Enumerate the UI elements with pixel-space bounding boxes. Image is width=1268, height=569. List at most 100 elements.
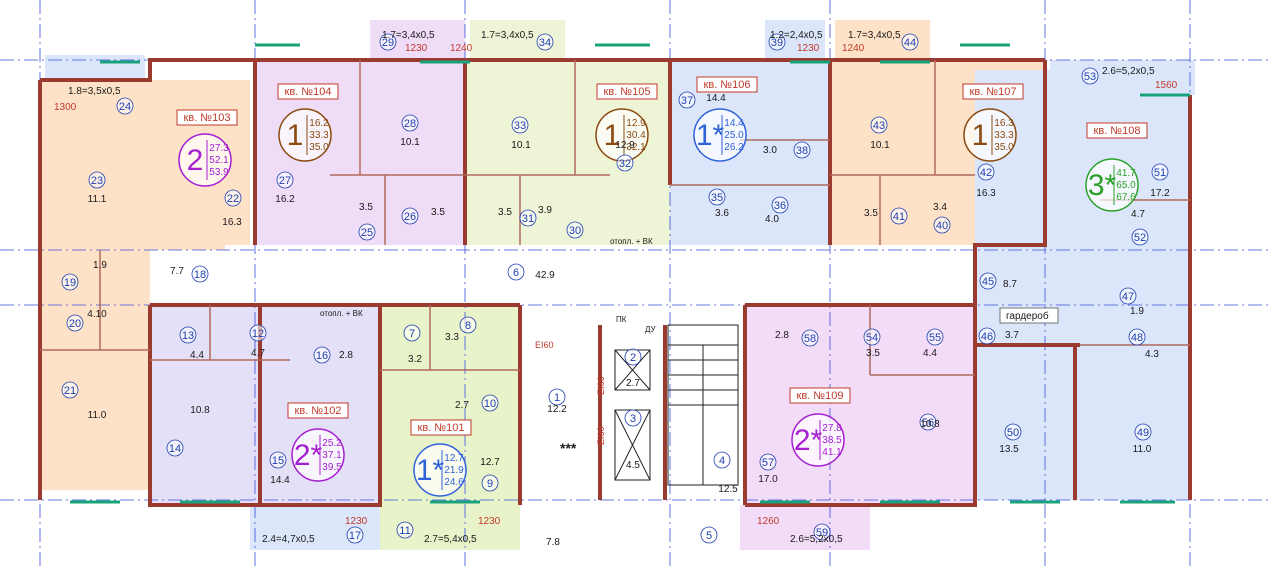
- area-label: 3.5: [431, 207, 445, 218]
- kv103-lower-fill: [40, 250, 150, 490]
- svg-text:33: 33: [514, 120, 526, 132]
- area-label: 3.2: [408, 354, 422, 365]
- apt-area-0: 27.3: [209, 143, 229, 154]
- area-label: 3.0: [763, 145, 777, 156]
- room-number-32: 32: [616, 154, 634, 172]
- area-label: 12.7: [480, 457, 500, 468]
- svg-text:29: 29: [382, 37, 394, 49]
- apt-area-0: 14.4: [724, 118, 744, 129]
- room-number-28: 28: [401, 114, 419, 132]
- room-number-10: 10: [481, 394, 499, 412]
- area-label: 11.1: [88, 194, 107, 205]
- balcony-103: [45, 55, 145, 80]
- apt-name: кв. №108: [1094, 125, 1141, 137]
- dim-1230-d: 1230: [478, 516, 501, 527]
- vent-label-2: отопл. + ВК: [320, 309, 363, 318]
- svg-text:15: 15: [272, 455, 284, 467]
- svg-text:23: 23: [91, 175, 103, 187]
- svg-text:8: 8: [465, 320, 471, 332]
- svg-text:25: 25: [361, 227, 373, 239]
- area-label: 11.0: [1133, 444, 1152, 455]
- area-label: 7.8: [546, 537, 560, 548]
- apt-circle: [291, 428, 345, 482]
- area-label: 10.1: [870, 140, 890, 151]
- room-number-14: 14: [166, 439, 184, 457]
- area-label: 42.9: [535, 270, 555, 281]
- area-label: 3.5: [864, 208, 878, 219]
- area-label: 3.3: [445, 332, 459, 343]
- apt-rooms: 3*: [1088, 169, 1117, 202]
- apt-rooms: 1*: [416, 454, 445, 487]
- area-label: 7.7: [170, 266, 184, 277]
- apt-area-2: 32.1: [626, 142, 646, 153]
- area-label: 10.1: [400, 137, 420, 148]
- svg-text:31: 31: [522, 213, 534, 225]
- dimension-labels: 1300 1230 1240 1230 1240 1560 1230 1230 …: [54, 43, 1178, 527]
- room-number-25: 25: [358, 223, 376, 241]
- room-number-30: 30: [566, 221, 584, 239]
- svg-text:10: 10: [484, 398, 496, 410]
- svg-text:41: 41: [893, 211, 905, 223]
- svg-text:19: 19: [64, 277, 76, 289]
- apt-circle: [178, 133, 232, 187]
- ei60-label-b: EI60: [596, 376, 606, 395]
- room-number-6: 6: [507, 263, 525, 281]
- dim-1300: 1300: [54, 102, 77, 113]
- svg-text:39: 39: [771, 37, 783, 49]
- apt-circle: [278, 108, 332, 162]
- vent-label-1: отопл. + ВК: [610, 237, 653, 246]
- area-label: 16.2: [275, 194, 295, 205]
- room-number-12: 12: [249, 324, 267, 342]
- room-number-18: 18: [191, 265, 209, 283]
- area-label: 1.9: [93, 260, 107, 271]
- balcony-label-106: 1.2=2,4x0,5: [770, 30, 823, 41]
- room-number-19: 19: [61, 273, 79, 291]
- room-number-36: 36: [771, 196, 789, 214]
- apt-name-box: [1086, 122, 1148, 139]
- apt-area-1: 38.5: [822, 435, 842, 446]
- area-label: 4.7: [1131, 209, 1145, 220]
- svg-text:44: 44: [904, 37, 916, 49]
- room-number-15: 15: [269, 451, 287, 469]
- apt-area-2: 67.6: [1116, 192, 1136, 203]
- balcony-label-109: 2.6=5,2x0,5: [790, 534, 843, 545]
- svg-text:3: 3: [630, 413, 636, 425]
- room-number-37: 37: [678, 91, 696, 109]
- area-label: 14.4: [270, 475, 290, 486]
- apt-rooms: 1: [972, 119, 989, 152]
- room-number-20: 20: [66, 314, 84, 332]
- wardrobe-box: [999, 307, 1059, 324]
- svg-text:28: 28: [404, 118, 416, 130]
- apt-name: кв. №103: [184, 112, 231, 124]
- dim-1560: 1560: [1155, 80, 1178, 91]
- svg-text:35: 35: [711, 192, 723, 204]
- balcony-label-102: 2.4=4,7x0,5: [262, 534, 315, 545]
- apt-name: кв. №106: [704, 79, 751, 91]
- dim-1240-a: 1240: [450, 43, 473, 54]
- area-label: 12.2: [547, 404, 567, 415]
- room-number-2: 2: [624, 348, 642, 366]
- apt-circle: [1085, 158, 1139, 212]
- apt-name-box: [596, 83, 658, 100]
- room-number-54: 54: [863, 328, 881, 346]
- svg-text:55: 55: [929, 332, 941, 344]
- apt-name: кв. №104: [285, 86, 332, 98]
- area-label: 4.3: [1145, 349, 1159, 360]
- svg-text:26: 26: [404, 211, 416, 223]
- apt-area-1: 33.3: [309, 130, 329, 141]
- svg-text:38: 38: [796, 145, 808, 157]
- area-label: 3.5: [866, 348, 880, 359]
- svg-text:4: 4: [719, 455, 725, 467]
- room-number-33: 33: [511, 116, 529, 134]
- balcony-labels: 1.8=3,5x0,5 1.7=3,4x0,5 1.7=3,4x0,5 1.2=…: [68, 30, 1155, 545]
- area-label: 3.5: [359, 202, 373, 213]
- area-label: 16.3: [222, 217, 242, 228]
- svg-text:46: 46: [981, 331, 993, 343]
- room-number-47: 47: [1119, 287, 1137, 305]
- area-label: 3.6: [715, 208, 729, 219]
- area-label: 11.0: [88, 410, 107, 421]
- du-label: ДУ: [645, 325, 657, 334]
